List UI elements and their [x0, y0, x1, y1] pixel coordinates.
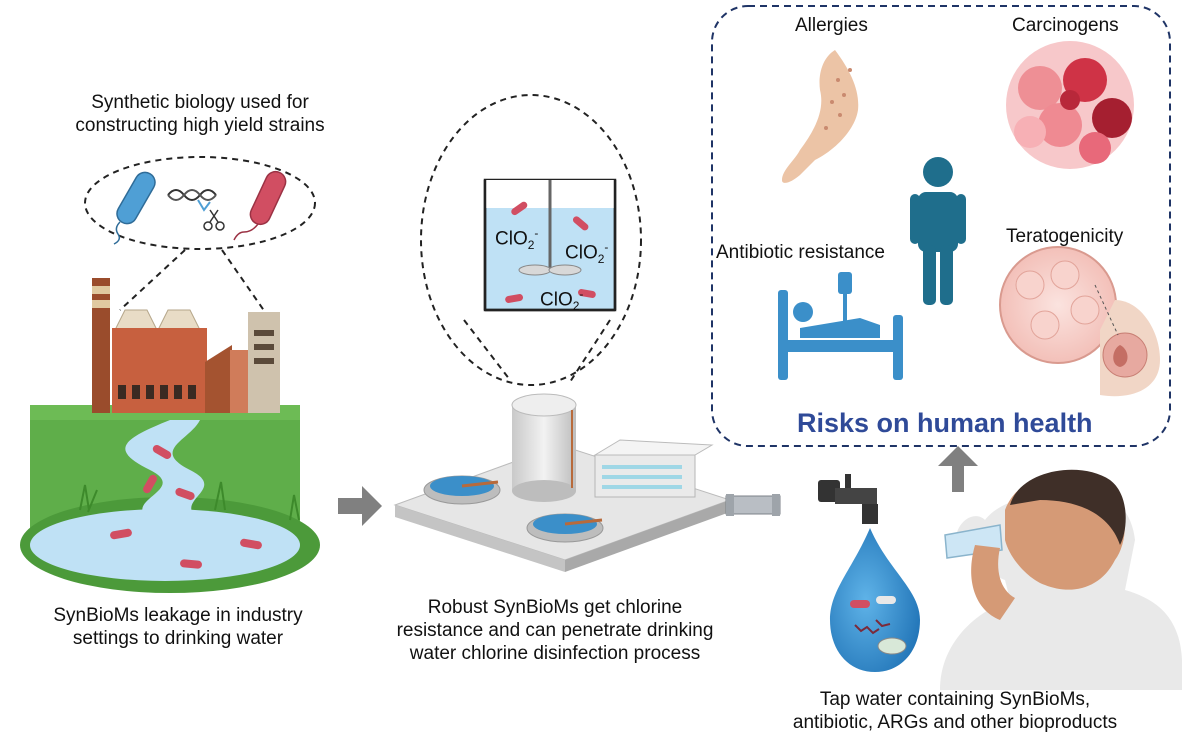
chlorine-dioxide-label: ClO2- [540, 287, 584, 314]
red-bacterium-icon [233, 170, 287, 241]
tap-water-caption-line1: Tap water containing SynBioMs, [819, 689, 1091, 710]
water-drop-icon [830, 528, 920, 672]
carcinogens-label: Carcinogens [1012, 15, 1119, 36]
hospital-bed-icon [778, 272, 903, 380]
dna-icon [167, 189, 217, 212]
chlorine-dioxide-label: ClO2- [565, 240, 609, 267]
factory-caption-line2: settings to drinking water [72, 628, 284, 649]
person-icon [910, 157, 966, 305]
treatment-caption-line3: water chlorine disinfection process [409, 643, 701, 664]
antibiotic-resistance-label: Antibiotic resistance [716, 242, 885, 263]
synthetic-biology-title-line2: constructing high yield strains [75, 115, 325, 136]
allergies-label: Allergies [795, 15, 868, 36]
teratogenicity-icon [999, 246, 1160, 397]
treatment-caption-line2: resistance and can penetrate drinking [396, 620, 714, 641]
risks-panel-border [711, 5, 1171, 447]
cancer-cells-icon [1006, 41, 1134, 169]
synthetic-biology-bubble [84, 156, 316, 250]
tap-water-caption: Tap water containing SynBioMs, antibioti… [765, 688, 1145, 734]
faucet-icon [818, 474, 878, 524]
tap-water-caption-line2: antibiotic, ARGs and other bioproducts [792, 712, 1118, 733]
arm-rash-icon [782, 50, 859, 183]
drinking-person-icon [940, 469, 1182, 690]
synthetic-biology-title: Synthetic biology used for constructing … [75, 91, 325, 137]
blue-bacterium-icon [113, 171, 156, 245]
reactor-bubble [420, 94, 642, 386]
factory-caption: SynBioMs leakage in industry settings to… [28, 604, 328, 650]
factory-caption-line1: SynBioMs leakage in industry [53, 605, 303, 626]
chlorine-dioxide-label: ClO2- [495, 226, 539, 253]
pipe-icon [725, 494, 781, 516]
treatment-plant-icon [393, 393, 732, 572]
synthetic-biology-title-line1: Synthetic biology used for [91, 92, 309, 113]
treatment-caption-line1: Robust SynBioMs get chlorine [427, 597, 683, 618]
factory-scene-icon [20, 278, 320, 593]
risks-title: Risks on human health [797, 408, 1093, 438]
treatment-caption: Robust SynBioMs get chlorine resistance … [390, 596, 720, 665]
teratogenicity-label: Teratogenicity [1006, 226, 1124, 247]
arrow-up-icon [938, 446, 978, 492]
scissors-icon [203, 209, 225, 231]
arrow-right-icon [338, 486, 382, 526]
